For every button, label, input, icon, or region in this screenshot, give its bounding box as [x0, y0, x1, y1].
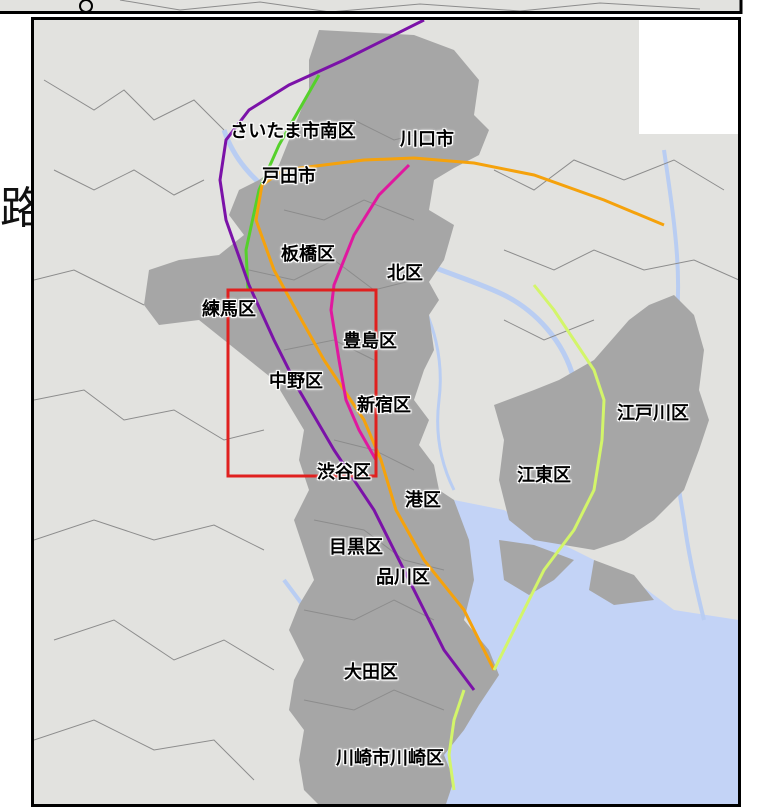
wards-region-west: [144, 30, 499, 804]
map-view[interactable]: さいたま市南区 川口市 戸田市 板橋区 北区 練馬区 豊島区 中野区 新宿区 江…: [31, 17, 741, 807]
label-nerima: 練馬区: [202, 299, 256, 320]
route-orange: [254, 156, 665, 671]
label-saitama-minami: さいたま市南区: [230, 121, 356, 142]
label-shibuya: 渋谷区: [317, 462, 371, 483]
reclaimed-land-2: [589, 560, 654, 605]
route-yellow-green: [447, 284, 606, 791]
label-kita: 北区: [387, 263, 423, 284]
label-kawaguchi: 川口市: [400, 129, 454, 150]
label-nakano: 中野区: [269, 371, 323, 392]
label-toda: 戸田市: [262, 166, 316, 187]
label-toshima: 豊島区: [343, 331, 397, 352]
label-meguro: 目黒区: [329, 537, 383, 558]
label-shinjuku: 新宿区: [357, 395, 411, 416]
label-koto: 江東区: [517, 465, 571, 486]
label-ota: 大田区: [344, 662, 398, 683]
highlight-box: [226, 288, 378, 478]
top-map-strip: [0, 0, 764, 14]
label-kawasaki: 川崎市川崎区: [336, 748, 444, 769]
route-magenta: [329, 163, 411, 461]
label-minato: 港区: [405, 490, 441, 511]
map-canvas: [34, 20, 738, 804]
blank-area-top-right: [639, 20, 738, 134]
route-purple: [218, 20, 476, 691]
route-green: [244, 74, 321, 291]
label-itabashi: 板橋区: [281, 244, 335, 265]
label-shinagawa: 品川区: [376, 567, 430, 588]
label-edogawa: 江戸川区: [617, 403, 689, 424]
municipal-boundaries: [34, 79, 738, 781]
